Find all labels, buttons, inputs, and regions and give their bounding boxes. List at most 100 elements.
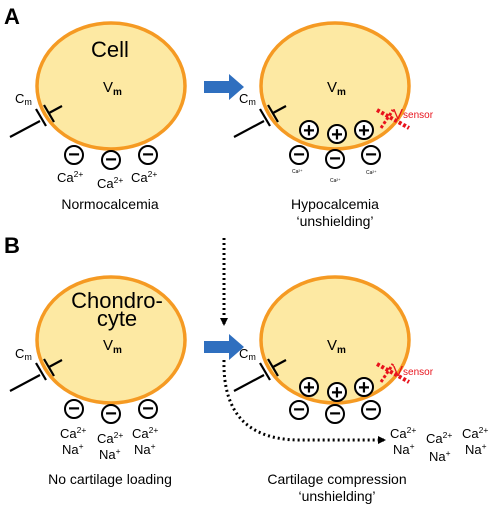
minus-charge: − [101, 149, 121, 171]
plus-charge: + [354, 120, 374, 142]
vm-label: Vm [103, 337, 122, 356]
panel-letter-b: B [4, 233, 20, 258]
svg-text:−: − [365, 399, 377, 421]
calcium-ion: Ca2+ [390, 425, 416, 441]
plus-charge: + [299, 377, 319, 399]
svg-text:−: − [142, 398, 154, 420]
cell-label-line2: cyte [97, 306, 137, 331]
sensor-label: Vsensor [393, 106, 434, 123]
calcium-ion: Ca2+ [97, 430, 123, 446]
negative-charges: − − − [64, 398, 158, 425]
minus-charge: − [64, 144, 84, 166]
voltage-sensor: Vsensor [376, 106, 434, 130]
cell-label: Cell [91, 37, 129, 62]
svg-text:+: + [303, 120, 315, 142]
calcium-ion: Ca2+ [60, 425, 86, 441]
plus-charge: + [327, 124, 347, 146]
cell-membrane [259, 275, 411, 405]
negative-charges: − − − [64, 144, 158, 171]
vm-label: Vm [327, 79, 346, 98]
calcium-ion: Ca2+ [462, 425, 488, 441]
capacitor-symbol [9, 358, 63, 392]
negative-charges: − − − [289, 144, 381, 170]
svg-text:−: − [68, 398, 80, 420]
calcium-ion: Ca2+ [57, 169, 83, 185]
cm-label: Cm [239, 346, 256, 362]
cm-label: Cm [239, 91, 256, 107]
cell-membrane [35, 21, 187, 151]
minus-charge: − [361, 399, 381, 421]
cm-label: Cm [15, 346, 32, 362]
sodium-ion: Na+ [99, 446, 121, 462]
positive-charges: + + + [299, 120, 374, 146]
svg-text:+: + [358, 377, 370, 399]
svg-text:−: − [105, 403, 117, 425]
svg-text:−: − [68, 144, 80, 166]
minus-charge: − [101, 403, 121, 425]
minus-charge: − [289, 144, 309, 166]
svg-text:−: − [293, 144, 305, 166]
minus-charge: − [64, 398, 84, 420]
sodium-ion: Na+ [393, 441, 415, 457]
plus-charge: + [354, 377, 374, 399]
sodium-ion: Na+ [134, 441, 156, 457]
svg-text:−: − [142, 144, 154, 166]
transition-arrow [204, 334, 244, 360]
svg-text:−: − [293, 399, 305, 421]
cell-b-compression: Vm Cm + + + − − − Vsensor Ca2+ Na [222, 275, 488, 504]
minus-charge: − [325, 148, 345, 170]
negative-charges: − − − [289, 399, 381, 425]
tiny-calcium-ion: Ca²⁺ [366, 170, 377, 176]
dispersed-calcium-ions: Ca²⁺ Ca²⁺ Ca²⁺ [292, 169, 377, 184]
svg-text:+: + [331, 382, 343, 404]
svg-text:−: − [365, 144, 377, 166]
capacitor-symbol [9, 104, 63, 138]
caption-unshielding: ‘unshielding’ [298, 488, 375, 504]
calcium-ions: Ca2+ Ca2+ Ca2+ [57, 169, 157, 191]
caption-normocalcemia: Normocalcemia [61, 196, 158, 212]
capacitor-symbol [233, 358, 287, 392]
cell-label-line1: Chondro- [71, 288, 163, 313]
caption-compression: Cartilage compression [267, 471, 406, 487]
svg-text:+: + [303, 377, 315, 399]
minus-charge: − [138, 144, 158, 166]
minus-charge: − [289, 399, 309, 421]
minus-charge: − [138, 398, 158, 420]
svg-text:−: − [105, 149, 117, 171]
svg-text:+: + [358, 120, 370, 142]
sodium-ion: Na+ [465, 441, 487, 457]
positive-charges: + + + [299, 377, 374, 404]
cell-membrane [35, 275, 187, 405]
sodium-ion: Na+ [62, 441, 84, 457]
svg-text:−: − [329, 403, 341, 425]
caption-hypocalcemia: Hypocalcemia [291, 196, 379, 212]
minus-charge: − [361, 144, 381, 166]
sensor-label: Vsensor [393, 363, 434, 380]
cell-b-no-loading: Chondro- cyte Vm Cm − − − Ca2+ Na+ Ca2+ … [9, 275, 187, 487]
panel-letter-a: A [4, 4, 20, 29]
voltage-sensor: Vsensor [376, 362, 434, 384]
calcium-ion: Ca2+ [426, 430, 452, 446]
tiny-calcium-ion: Ca²⁺ [292, 169, 303, 175]
cell-a-hypocalcemia: Vm Cm + + + − − − Ca²⁺ Ca²⁺ Ca²⁺ V [233, 21, 434, 229]
vm-label: Vm [103, 79, 122, 98]
calcium-ion: Ca2+ [132, 425, 158, 441]
transition-arrow [204, 74, 244, 100]
calcium-ion: Ca2+ [97, 175, 123, 191]
cell-a-normocalcemia: Cell Vm Cm − − − Ca2+ Ca2+ Ca2+ Normocal… [9, 21, 187, 212]
minus-charge: − [325, 403, 345, 425]
cm-label: Cm [15, 91, 32, 107]
caption-unshielding: ‘unshielding’ [296, 213, 373, 229]
caption-no-loading: No cartilage loading [48, 471, 172, 487]
plus-charge: + [327, 382, 347, 404]
svg-text:−: − [329, 148, 341, 170]
released-ions: Ca2+ Na+ Ca2+ Na+ Ca2+ Na+ [390, 425, 488, 464]
tiny-calcium-ion: Ca²⁺ [330, 178, 341, 184]
plus-charge: + [299, 120, 319, 142]
capacitor-symbol [233, 104, 287, 138]
calcium-sodium-ions: Ca2+ Na+ Ca2+ Na+ Ca2+ Na+ [60, 425, 158, 462]
sodium-ion: Na+ [429, 448, 451, 464]
ion-outflow-arrow [222, 359, 386, 444]
